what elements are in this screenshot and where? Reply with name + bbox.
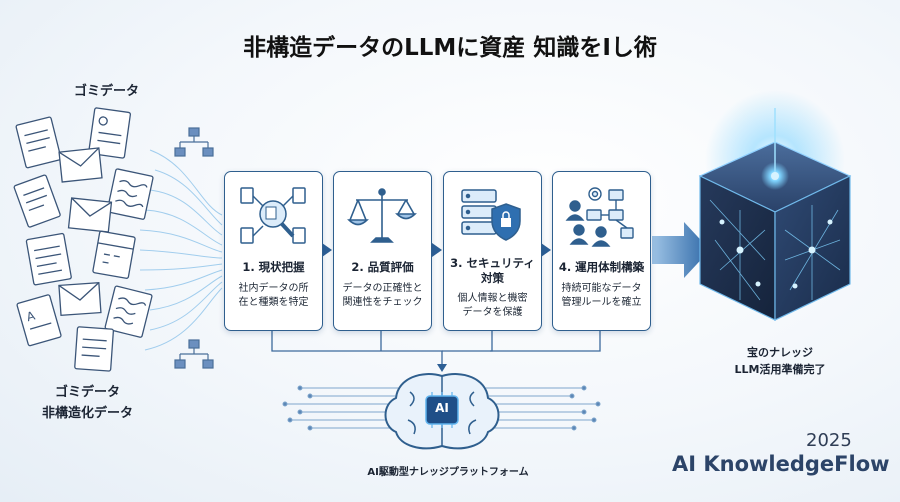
- unstructured-data-label: ゴミデータ 非構造化データ: [42, 385, 134, 421]
- balance-scale-icon: [347, 188, 417, 243]
- step-title: 2. 品質評価: [351, 260, 414, 274]
- step-card-security: 3. セキュリティ 対策 個人情報と機密 データを保護: [443, 171, 542, 331]
- ai-brain-icon: [384, 373, 500, 450]
- main-arrow-to-knowledge: [652, 222, 710, 278]
- garbage-data-label: ゴミデータ: [74, 84, 140, 99]
- step-description: データの正確性と 関連性をチェック: [342, 283, 423, 308]
- unstructured-documents-pile: A: [13, 107, 154, 372]
- step-card-operations: 4. 運用体制構築 持続可能なデータ 管理ルールを確立: [552, 171, 651, 331]
- hierarchy-icon-top: [174, 127, 214, 157]
- knowledge-ready-label: 宝のナレッジ LLM活用準備完了: [734, 346, 826, 376]
- step-arrows: [322, 243, 551, 257]
- footer-year: 2025: [806, 430, 852, 451]
- step-title: 3. セキュリティ 対策: [450, 256, 535, 285]
- server-shield-icon: [461, 189, 521, 241]
- step-description: 個人情報と機密 データを保護: [457, 293, 528, 318]
- platform-arrow: [437, 364, 447, 372]
- knowledge-cube-icon: [698, 90, 852, 321]
- magnifier-documents-icon: [240, 187, 306, 244]
- page-title: 非構造データのLLMに資産 知識をIし術: [243, 35, 657, 61]
- step-card-quality: 2. 品質評価 データの正確性と 関連性をチェック: [333, 171, 432, 331]
- platform-label: AI駆動型ナレッジプラットフォーム: [367, 467, 529, 478]
- ai-chip-label: AI: [435, 401, 449, 415]
- circuit-lines: [282, 385, 601, 431]
- data-flow-lines: [139, 149, 223, 351]
- step-title: 4. 運用体制構築: [558, 260, 645, 274]
- card-to-platform-connectors: [271, 329, 601, 369]
- brand-name: AI KnowledgeFlow: [672, 452, 890, 476]
- step-title: 1. 現状把握: [242, 260, 305, 274]
- team-workflow-icon: [565, 187, 634, 247]
- step-description: 持続可能なデータ 管理ルールを確立: [561, 283, 642, 308]
- step-card-assessment: 1. 現状把握 社内データの所 在と種類を特定: [224, 171, 323, 331]
- hierarchy-icon-bottom: [174, 339, 214, 369]
- step-description: 社内データの所 在と種類を特定: [238, 283, 309, 308]
